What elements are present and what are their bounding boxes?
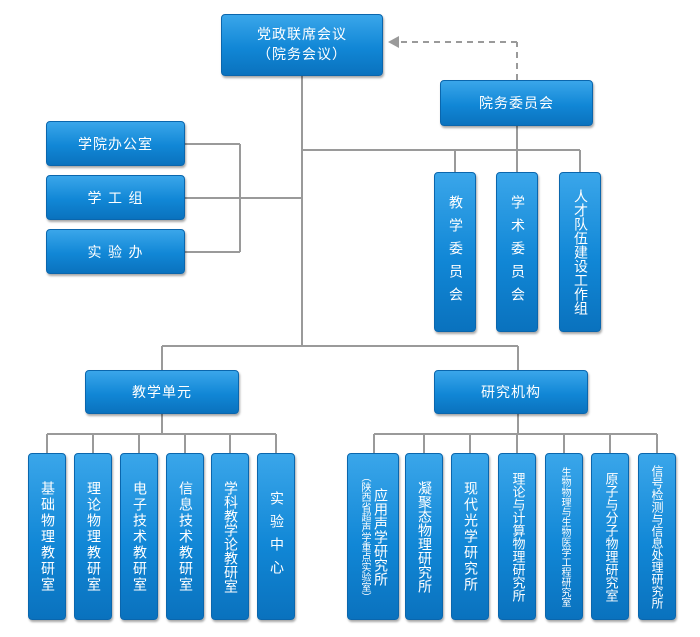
teaching-lab-label: 信息技术教研室 bbox=[177, 480, 193, 593]
research-lab: 原子与分子物理研究室 bbox=[591, 453, 629, 620]
office-node: 学 工 组 bbox=[46, 175, 185, 220]
committee-item-label: 人才队伍建设工作组 bbox=[572, 189, 588, 315]
top-node-line1: 党政联席会议 bbox=[257, 27, 347, 43]
committee-node: 院务委员会 bbox=[440, 80, 593, 126]
office-label: 学院办公室 bbox=[78, 136, 153, 153]
teaching-lab: 实验中心 bbox=[257, 453, 295, 620]
teaching-lab-label: 理论物理教研室 bbox=[85, 480, 101, 593]
arrow-head-icon bbox=[388, 36, 399, 48]
teaching-lab: 理论物理教研室 bbox=[74, 453, 112, 620]
office-node: 实 验 办 bbox=[46, 229, 185, 274]
teaching-unit-node: 教学单元 bbox=[85, 370, 239, 414]
research-lab-label: 信号检测与信息处理研究所 bbox=[650, 464, 664, 609]
research-lab-label: 生物物理与生物医学工程研究室 bbox=[559, 466, 570, 607]
committee-item-label: 学术委员会 bbox=[509, 194, 525, 310]
office-label: 学 工 组 bbox=[87, 190, 144, 207]
teaching-lab-label: 学科教学论教研室 bbox=[222, 480, 238, 593]
teaching-lab-label: 基础物理教研室 bbox=[39, 480, 55, 593]
research-lab-label: 凝聚态物理研究所 bbox=[416, 480, 432, 593]
top-node-line2: （院务会议） bbox=[257, 47, 347, 63]
office-node: 学院办公室 bbox=[46, 121, 185, 166]
committee-label: 院务委员会 bbox=[479, 96, 554, 112]
research-lab-label: 理论与计算物理研究所 bbox=[509, 471, 525, 602]
research-lab: 信号检测与信息处理研究所 bbox=[638, 453, 676, 620]
committee-item: 学术委员会 bbox=[496, 172, 538, 332]
teaching-lab: 电子技术教研室 bbox=[120, 453, 158, 620]
research-unit-label: 研究机构 bbox=[481, 385, 541, 401]
research-lab-label: 原子与分子物理研究室 bbox=[602, 471, 618, 602]
teaching-lab-label: 电子技术教研室 bbox=[131, 480, 147, 593]
teaching-lab: 基础物理教研室 bbox=[28, 453, 66, 620]
office-label: 实 验 办 bbox=[87, 244, 144, 261]
committee-item: 人才队伍建设工作组 bbox=[559, 172, 601, 332]
teaching-lab: 学科教学论教研室 bbox=[211, 453, 249, 620]
top-node: 党政联席会议 （院务会议） bbox=[221, 14, 383, 76]
research-lab: 现代光学研究所 bbox=[451, 453, 489, 620]
teaching-lab: 信息技术教研室 bbox=[166, 453, 204, 620]
research-lab-label: 现代光学研究所 bbox=[462, 480, 478, 593]
research-lab: 理论与计算物理研究所 bbox=[498, 453, 536, 620]
teaching-lab-label: 实验中心 bbox=[268, 490, 284, 583]
committee-item: 教学委员会 bbox=[434, 172, 476, 332]
research-lab-sublabel: （陕西省超声学重点实验室） bbox=[359, 471, 370, 602]
committee-item-label: 教学委员会 bbox=[447, 194, 463, 310]
research-lab: 生物物理与生物医学工程研究室 bbox=[545, 453, 583, 620]
research-lab-label: 应用声学研究所 bbox=[372, 487, 388, 586]
teaching-unit-label: 教学单元 bbox=[132, 385, 192, 401]
research-lab: 应用声学研究所 （陕西省超声学重点实验室） bbox=[347, 453, 399, 620]
research-unit-node: 研究机构 bbox=[434, 370, 588, 414]
research-lab: 凝聚态物理研究所 bbox=[405, 453, 443, 620]
